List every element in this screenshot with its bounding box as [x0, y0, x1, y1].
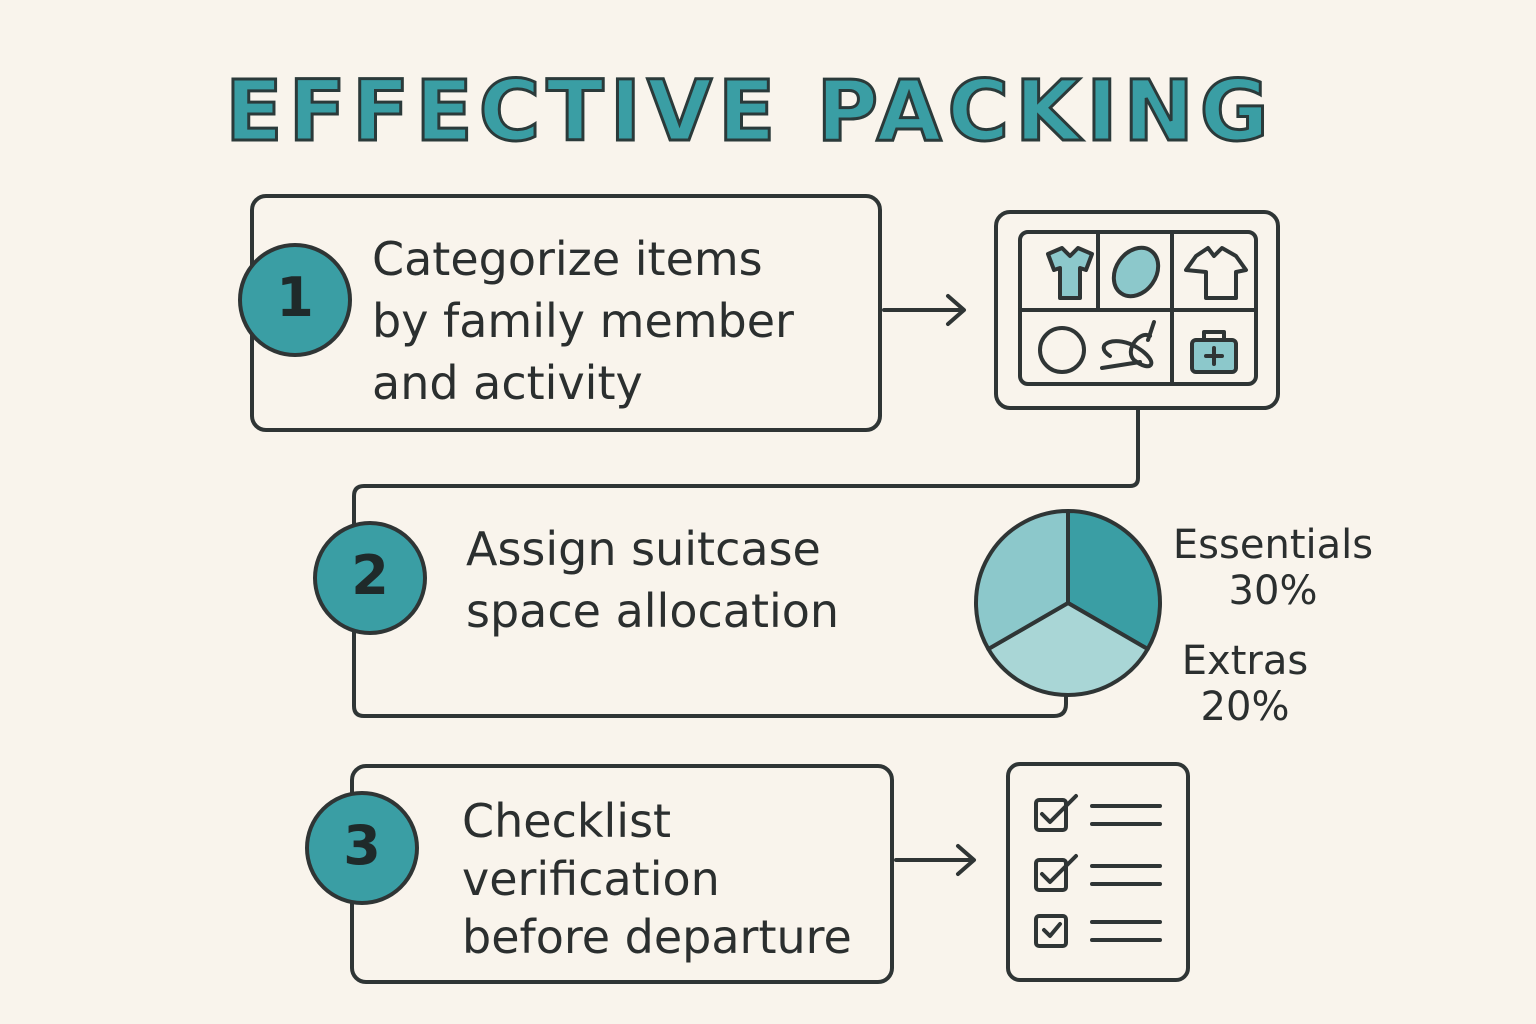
step-3-number: 3	[343, 814, 381, 877]
label-value: 20%	[1200, 684, 1290, 730]
step-3-line: Checklist	[462, 794, 672, 848]
swim-goggles-icon	[1111, 245, 1161, 299]
page-title: EFFECTIVE PACKING	[224, 61, 1275, 162]
step-3-line: verification	[462, 852, 720, 906]
arrow-icon	[894, 844, 976, 876]
ball-icon	[1038, 326, 1086, 374]
first-aid-kit-icon	[1190, 330, 1238, 374]
step-1-text: Categorize items by family member and ac…	[372, 228, 794, 414]
step-1-line: by family member	[372, 294, 794, 348]
step-1-number: 1	[276, 266, 314, 329]
label-name: Extras	[1181, 638, 1309, 684]
label-name: Essentials	[1172, 522, 1374, 568]
pie-slice-other	[974, 509, 1070, 651]
essentials-label: Essentials 30%	[1168, 522, 1378, 614]
extras-label: Extras 20%	[1160, 638, 1330, 730]
step-2-line: Assign suitcase	[466, 522, 821, 576]
step-1-badge	[238, 243, 352, 357]
step-3-line: before departure	[462, 910, 852, 964]
arrow-icon	[882, 294, 966, 326]
step-3-text: Checklist verification before departure	[462, 792, 852, 966]
step-3-badge	[305, 791, 419, 905]
step-1-line: Categorize items	[372, 232, 763, 286]
pie-slice-extras	[986, 601, 1150, 697]
step-2-badge	[313, 521, 427, 635]
step-2-text: Assign suitcase space allocation	[466, 518, 839, 642]
label-value: 30%	[1228, 568, 1318, 614]
step-2-number: 2	[351, 544, 389, 607]
checklist-icon	[1006, 762, 1190, 982]
allocation-pie-chart	[974, 509, 1162, 697]
step-1-line: and activity	[372, 356, 643, 410]
tshirt-icon	[1184, 246, 1248, 300]
jump-rope-icon	[1100, 320, 1156, 370]
shirt-icon	[1046, 246, 1094, 300]
step-2-line: space allocation	[466, 584, 840, 638]
category-grid	[994, 210, 1280, 410]
